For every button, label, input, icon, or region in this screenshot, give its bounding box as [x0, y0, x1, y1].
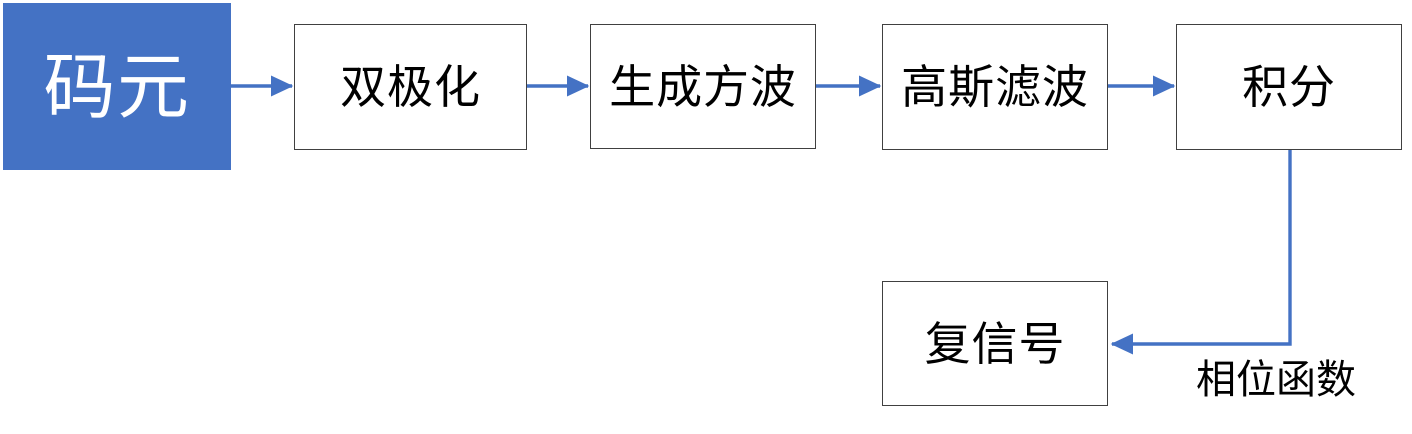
node-symbol-label: 码元 — [43, 44, 191, 129]
node-bipolar[interactable]: 双极化 — [294, 24, 527, 150]
node-integrate-label: 积分 — [1242, 60, 1336, 114]
node-gaussian-filter-label: 高斯滤波 — [901, 60, 1089, 114]
node-square-wave[interactable]: 生成方波 — [590, 24, 816, 149]
node-complex-signal[interactable]: 复信号 — [882, 281, 1108, 406]
node-symbol[interactable]: 码元 — [3, 3, 231, 170]
node-bipolar-label: 双极化 — [340, 60, 481, 114]
node-complex-signal-label: 复信号 — [924, 316, 1066, 371]
node-integrate[interactable]: 积分 — [1176, 24, 1402, 150]
edge-label-phase-function: 相位函数 — [1196, 357, 1356, 403]
node-square-wave-label: 生成方波 — [609, 59, 797, 114]
connector-integrate-to-complex-signal — [1110, 150, 1292, 355]
node-gaussian-filter[interactable]: 高斯滤波 — [882, 24, 1108, 150]
